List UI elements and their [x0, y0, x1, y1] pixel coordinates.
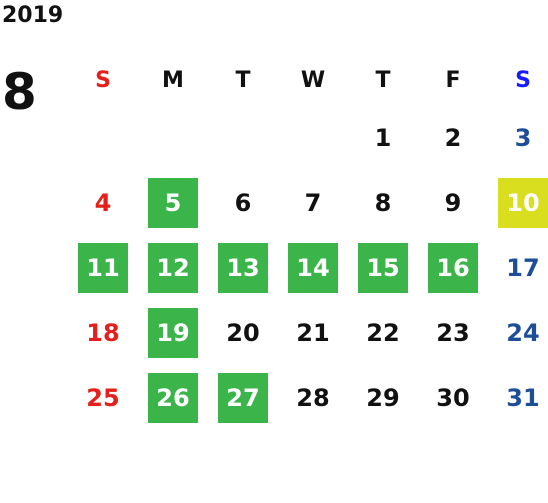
day-number[interactable]: 1	[374, 123, 392, 152]
day-cell: 17	[488, 235, 548, 300]
week-row: 18 19 20 21 22 23 24	[68, 300, 548, 365]
day-cell: 28	[278, 365, 348, 430]
day-cell: 24	[488, 300, 548, 365]
day-cell: 15	[348, 235, 418, 300]
day-cell	[68, 105, 138, 170]
day-highlighted[interactable]: 27	[218, 372, 268, 423]
month-label: 8	[2, 63, 37, 121]
day-highlighted[interactable]: 16	[428, 242, 478, 293]
day-cell: 10	[488, 170, 548, 235]
day-cell: 4	[68, 170, 138, 235]
weekday-monday: M	[162, 67, 184, 93]
day-number[interactable]: 6	[234, 188, 252, 217]
day-cell: 16	[418, 235, 488, 300]
day-number[interactable]: 31	[506, 383, 540, 412]
day-number[interactable]: 22	[366, 318, 400, 347]
day-cell: 8	[348, 170, 418, 235]
day-number[interactable]: 17	[506, 253, 540, 282]
day-cell	[208, 105, 278, 170]
week-row: 25 26 27 28 29 30 31	[68, 365, 548, 430]
week-row: 4 5 6 7 8 9 10	[68, 170, 548, 235]
day-number[interactable]: 30	[436, 383, 470, 412]
day-cell: 20	[208, 300, 278, 365]
day-cell: 23	[418, 300, 488, 365]
week-row: 11 12 13 14 15 16 17	[68, 235, 548, 300]
day-number[interactable]: 9	[444, 188, 462, 217]
day-number[interactable]: 24	[506, 318, 540, 347]
day-cell: 14	[278, 235, 348, 300]
day-number[interactable]: 4	[94, 188, 112, 217]
day-cell: 27	[208, 365, 278, 430]
day-number[interactable]: 23	[436, 318, 470, 347]
day-cell: 13	[208, 235, 278, 300]
day-cell: 31	[488, 365, 548, 430]
day-cell: 1	[348, 105, 418, 170]
day-cell: 18	[68, 300, 138, 365]
day-cell: 2	[418, 105, 488, 170]
day-cell: 21	[278, 300, 348, 365]
day-highlighted[interactable]: 11	[78, 242, 128, 293]
weekday-wednesday: W	[300, 67, 326, 93]
day-cell: 19	[138, 300, 208, 365]
day-cell	[278, 105, 348, 170]
day-number[interactable]: 3	[514, 123, 532, 152]
weekday-header-row: S M T W T F S	[68, 55, 548, 105]
day-number[interactable]: 29	[366, 383, 400, 412]
week-row: 1 2 3	[68, 105, 548, 170]
day-cell: 30	[418, 365, 488, 430]
day-highlighted[interactable]: 14	[288, 242, 338, 293]
day-highlighted[interactable]: 15	[358, 242, 408, 293]
day-highlighted[interactable]: 26	[148, 372, 198, 423]
day-cell: 11	[68, 235, 138, 300]
day-highlighted[interactable]: 19	[148, 307, 198, 358]
day-number[interactable]: 2	[444, 123, 462, 152]
weekday-thursday: T	[375, 67, 391, 93]
day-highlighted[interactable]: 5	[148, 177, 198, 228]
day-cell: 7	[278, 170, 348, 235]
weekday-saturday: S	[515, 67, 531, 93]
day-highlighted[interactable]: 13	[218, 242, 268, 293]
day-number[interactable]: 7	[304, 188, 322, 217]
day-today[interactable]: 10	[498, 177, 548, 228]
day-cell: 9	[418, 170, 488, 235]
day-number[interactable]: 21	[296, 318, 330, 347]
weekday-friday: F	[445, 67, 461, 93]
year-label: 2019	[2, 3, 64, 28]
day-cell: 29	[348, 365, 418, 430]
day-cell	[138, 105, 208, 170]
day-cell: 12	[138, 235, 208, 300]
day-number[interactable]: 25	[86, 383, 120, 412]
day-number[interactable]: 8	[374, 188, 392, 217]
day-cell: 3	[488, 105, 548, 170]
day-number[interactable]: 28	[296, 383, 330, 412]
day-cell: 25	[68, 365, 138, 430]
day-number[interactable]: 18	[86, 318, 120, 347]
day-cell: 22	[348, 300, 418, 365]
day-cell: 5	[138, 170, 208, 235]
weekday-sunday: S	[95, 67, 111, 93]
day-cell: 26	[138, 365, 208, 430]
day-cell: 6	[208, 170, 278, 235]
day-highlighted[interactable]: 12	[148, 242, 198, 293]
weekday-tuesday: T	[235, 67, 251, 93]
day-number[interactable]: 20	[226, 318, 260, 347]
